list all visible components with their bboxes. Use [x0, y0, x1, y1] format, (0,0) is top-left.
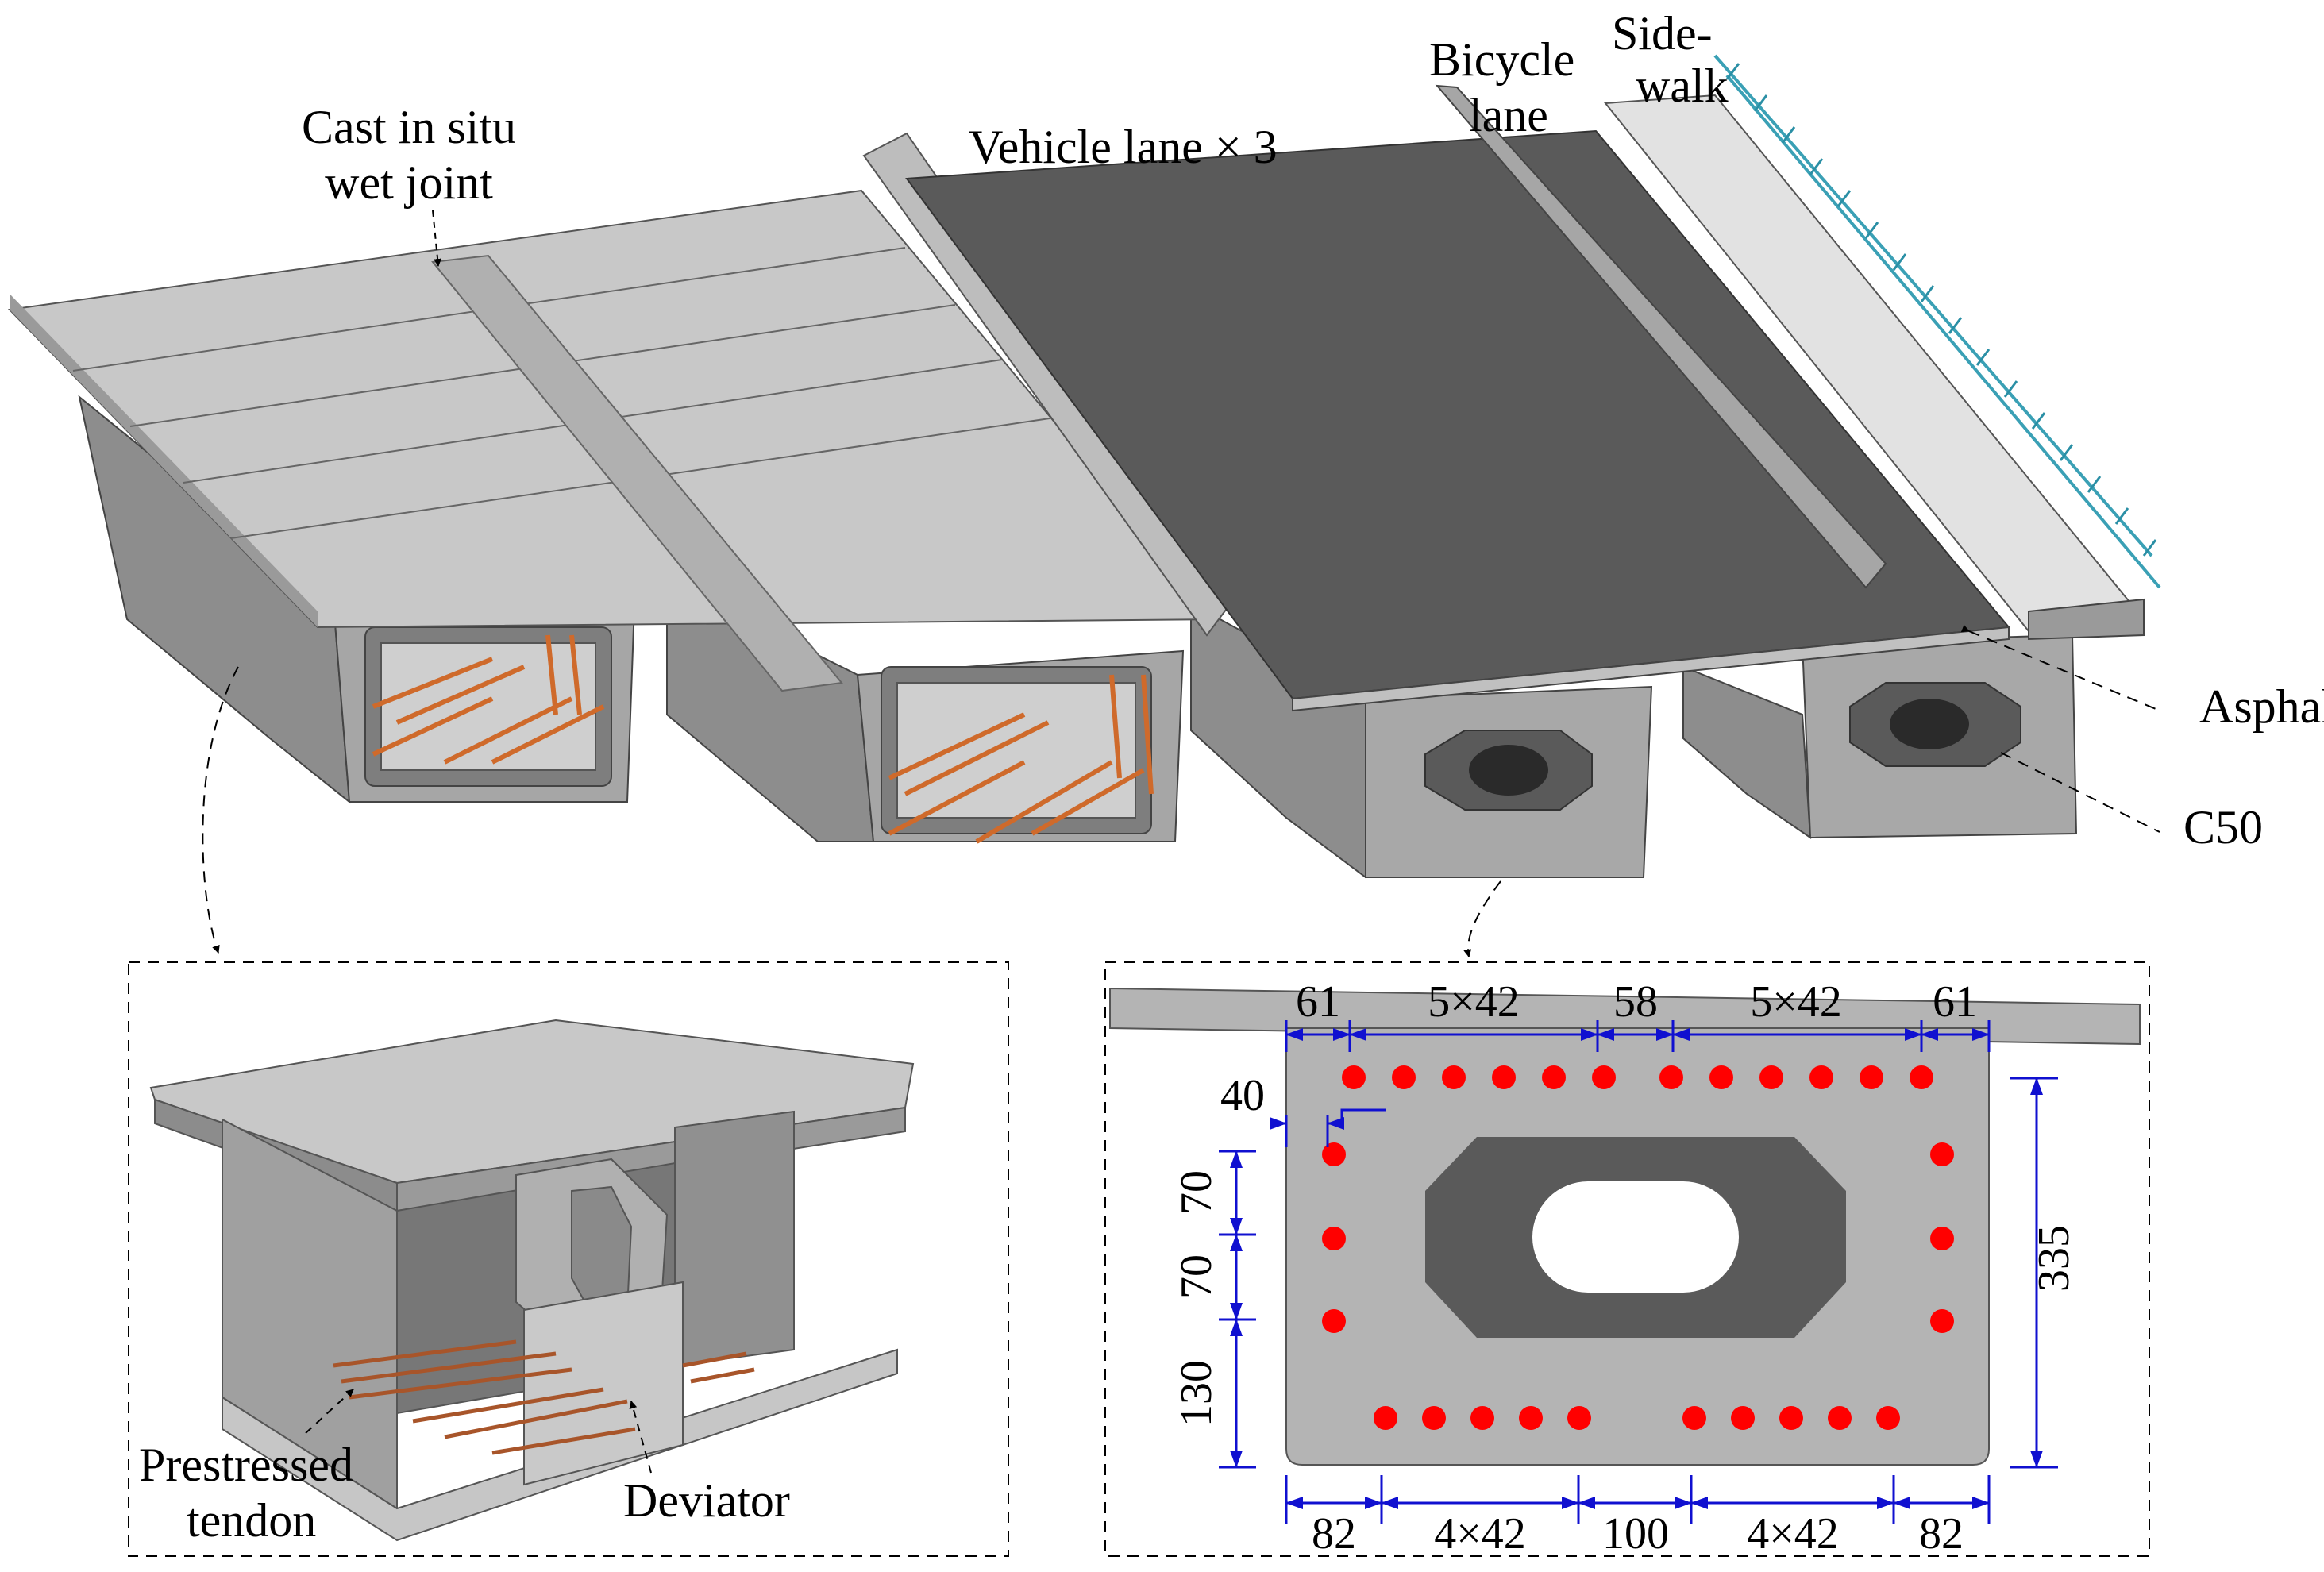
deviator-label: Deviator: [623, 1474, 790, 1527]
sidewalk-label-2: walk: [1636, 60, 1729, 112]
tendon-label-2: tendon: [187, 1494, 316, 1547]
c50-label: C50: [2183, 801, 2263, 853]
wet-joint-label-2: wet joint: [325, 156, 493, 209]
tendon-duct: [1659, 1065, 1683, 1089]
inset-cross-section: 61 5×42 58 5×42 61 40 70 70 130: [1104, 961, 2150, 1559]
tendon-duct: [1442, 1065, 1466, 1089]
tendon-duct: [1731, 1406, 1755, 1430]
tendon-duct: [1709, 1065, 1733, 1089]
tendon-duct: [1930, 1142, 1954, 1166]
dim-top-5: 61: [1933, 977, 1977, 1027]
railing: [1713, 54, 2161, 589]
dim-top-1: 61: [1296, 977, 1340, 1027]
tendon-duct: [1809, 1065, 1833, 1089]
dim-top-4: 5×42: [1750, 977, 1842, 1027]
tendon-duct: [1930, 1309, 1954, 1333]
vehicle-lane-label: Vehicle lane × 3: [969, 121, 1278, 173]
dim-bottom-2: 4×42: [1434, 1509, 1526, 1559]
inset-deviator-detail: Prestressed tendon Deviator: [128, 961, 1009, 1557]
dim-bottom-5: 82: [1919, 1509, 1964, 1559]
tendon-duct: [1322, 1309, 1346, 1333]
tendon-duct: [1860, 1065, 1883, 1089]
dim-bottom-3: 100: [1602, 1509, 1669, 1559]
dim-left-offset: 40: [1220, 1071, 1265, 1120]
bicycle-lane-label-1: Bicycle: [1429, 33, 1574, 86]
tendon-duct: [1542, 1065, 1566, 1089]
tendon-duct: [1828, 1406, 1852, 1430]
dim-top-2: 5×42: [1428, 977, 1520, 1027]
tendon-duct: [1592, 1065, 1616, 1089]
tendon-duct: [1492, 1065, 1516, 1089]
dim-left-3: 130: [1172, 1360, 1221, 1427]
tendon-duct: [1422, 1406, 1446, 1430]
tendon-duct: [1930, 1227, 1954, 1250]
wet-joint-label-1: Cast in situ: [302, 101, 516, 153]
dim-top-3: 58: [1613, 977, 1658, 1027]
box-girder-1: [78, 395, 637, 804]
tendon-duct: [1876, 1406, 1900, 1430]
tendon-duct: [1779, 1406, 1803, 1430]
asphalt-label: Asphalt: [2199, 680, 2324, 733]
dim-bottom-4: 4×42: [1747, 1509, 1839, 1559]
box-girder-4: [1682, 634, 2078, 839]
tendon-duct: [1567, 1406, 1591, 1430]
tendon-duct: [1322, 1142, 1346, 1166]
precast-deck: [7, 189, 1221, 692]
tendon-duct: [1342, 1065, 1366, 1089]
dim-right: 335: [2029, 1225, 2079, 1292]
sidewalk-label-1: Side-: [1612, 7, 1713, 60]
bridge-3d-view: Cast in situ wet joint Vehicle lane × 3 …: [7, 7, 2324, 957]
tendon-duct: [1682, 1406, 1706, 1430]
box-girder-2: [666, 578, 1185, 844]
dim-left-2: 70: [1172, 1254, 1221, 1299]
tendon-label-1: Prestressed: [139, 1439, 353, 1491]
box-girder-3: [1190, 602, 1653, 879]
dim-left-1: 70: [1172, 1170, 1221, 1215]
tendon-duct: [1322, 1227, 1346, 1250]
tendon-duct: [1470, 1406, 1494, 1430]
tendon-duct: [1759, 1065, 1783, 1089]
paved-deck: [862, 54, 2161, 712]
tendon-duct: [1374, 1406, 1397, 1430]
dim-bottom-1: 82: [1312, 1509, 1356, 1559]
bicycle-lane-label-2: lane: [1469, 89, 1548, 141]
tendon-duct: [1392, 1065, 1416, 1089]
tendon-duct: [1519, 1406, 1543, 1430]
tendon-duct: [1910, 1065, 1933, 1089]
